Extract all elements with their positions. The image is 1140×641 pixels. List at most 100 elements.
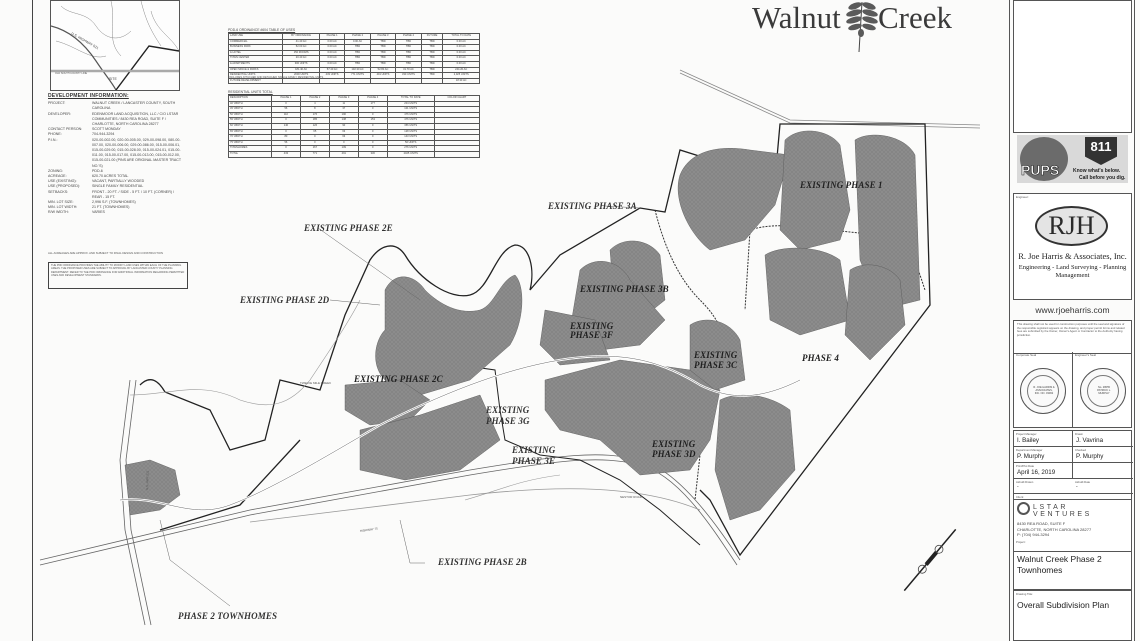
ordinance-table-title: PDD-6 ORDINANCE #604 TABLE OF USES <box>228 28 296 32</box>
dev-info-row: ZONING:PDD-6 <box>48 169 183 174</box>
label-existing-phase-3c: EXISTING PHASE 3C <box>694 350 738 370</box>
table-cell <box>395 77 422 85</box>
table-cell: 18.30 AC <box>442 77 480 85</box>
firm-name: R. Joe Harris & Associates, Inc. <box>1018 251 1127 261</box>
asbuilt-drawn-label: Asbuilt Drawn <box>1016 480 1034 484</box>
table-cell: 4 <box>299 100 330 108</box>
call-811-tagline-2: Call before you dig. <box>1079 175 1126 181</box>
project-manager-label: Project Manager <box>1016 432 1037 436</box>
asbuilt-date-value: - <box>1076 484 1078 490</box>
table-cell: 8 <box>299 106 330 113</box>
client-label: Client: <box>1016 495 1024 499</box>
table-cell <box>433 111 481 119</box>
pups-globe-icon <box>1020 137 1068 181</box>
dev-info-key: MIN. LOT WIDTH: <box>48 205 78 210</box>
lstar-logo-icon <box>1017 502 1030 515</box>
table-cell: 176 <box>299 111 330 119</box>
dev-info-value: FRONT - 20 FT. / SIDE - 5 FT. / 10 FT. (… <box>92 189 174 199</box>
dev-info-key: ACREAGE: <box>48 174 67 179</box>
table-cell: 433 <box>270 150 301 158</box>
corporate-seal-text: R. JOE HARRIS & ASSOCIATES, INC. NO. 030… <box>1033 386 1055 396</box>
dev-info-row: USE (PROPOSED):SINGLE FAMILY RESIDENTIAL <box>48 184 183 189</box>
ordinance-table-note: *INCLUDES ATTACHED AND DETACHED SINGLE F… <box>228 76 324 79</box>
logo-text-walnut: Walnut <box>752 0 841 35</box>
dev-info-key: PHONE: <box>48 132 62 137</box>
dev-info-value: 21 FT. (TOWNHOMES) <box>92 205 130 210</box>
dev-info-row: USE (EXISTING):VACANT, PARTIALLY WOODED <box>48 179 183 184</box>
dev-info-key: CONTACT PERSON: <box>48 127 83 132</box>
dev-info-row: MIN. LOT SIZE:2,996 S.F. (TOWNHOMES) <box>48 200 183 205</box>
label-existing-phase-3e: EXISTING PHASE 3E <box>512 445 556 466</box>
client-address-line: 8430 REA ROAD, SUITE F <box>1017 521 1066 526</box>
dev-info-row: PROJECT:WALNUT CREEK / LANCASTER COUNTY,… <box>48 101 183 111</box>
title-block: PUPS 811 Know what's below. Call before … <box>1013 0 1133 641</box>
label-existing-phase-2c: EXISTING PHASE 2C <box>354 374 443 384</box>
client-address: 8430 REA ROAD, SUITE F CHARLOTTE, NORTH … <box>1017 521 1091 538</box>
dev-info-value: SINGLE FAMILY RESIDENTIAL <box>92 184 144 189</box>
corporate-seal-label: Corporate Seal <box>1016 353 1037 357</box>
checked-value: P. Murphy <box>1076 453 1104 460</box>
engineer-label: Engineer: <box>1016 195 1029 199</box>
drawing-title-box: Drawing Title: Overall Subdivision Plan <box>1013 590 1132 641</box>
client-address-line: P: (704) 944-3294 <box>1017 532 1050 537</box>
vicinity-label-road: OLD SOUTH COUNTY LINE <box>55 72 87 75</box>
table-cell <box>433 150 481 158</box>
dev-info-row: ACREAGE:620.70 ACRES TOTAL <box>48 174 183 179</box>
table-cell: 55' WIDTH <box>228 117 272 124</box>
table-cell <box>433 117 481 124</box>
table-cell: 40' WIDTH <box>228 100 272 108</box>
drawn-value: J. Vavrina <box>1076 437 1104 444</box>
engineers-seal-label: Engineer's Seal <box>1075 353 1096 357</box>
label-existing-phase-2d: EXISTING PHASE 2D <box>240 295 330 305</box>
dev-info-row: SETBACKS: FRONT - 20 FT. / SIDE - 5 FT. /… <box>48 190 183 200</box>
table-cell: 491 <box>328 150 359 158</box>
checked-label: Checked <box>1075 448 1087 452</box>
firm-website-link[interactable]: www.rjoeharris.com <box>1035 305 1110 315</box>
label-existing-phase-3b: EXISTING PHASE 3B <box>580 284 669 294</box>
project-name-box: Walnut Creek Phase 2 Townhomes <box>1013 552 1132 590</box>
vicinity-map: U.S. HIGHWAY 521 SITE OLD SOUTH COUNTY L… <box>50 0 180 91</box>
table-header: PHASE 1 <box>270 95 301 102</box>
dev-info-key: SETBACKS: <box>48 189 69 194</box>
table-cell: 11 <box>328 100 359 108</box>
dev-info-key: ZONING: <box>48 168 63 173</box>
dev-info-key: PROJECT: <box>48 101 66 106</box>
sheet-border-outer <box>1134 0 1135 641</box>
table-cell: 185 <box>299 117 330 124</box>
rjh-logo: RJH <box>1035 206 1108 246</box>
client-name: LSTAR VENTURES <box>1033 504 1092 518</box>
firm-services: Engineering - Land Surveying - Planning … <box>1018 264 1127 279</box>
print-plot-date-value: April 16, 2019 <box>1017 469 1056 476</box>
table-cell: 138 <box>328 117 359 124</box>
table-cell: 50' WIDTH <box>228 111 272 119</box>
development-information: DEVELOPMENT INFORMATION: PROJECT:WALNUT … <box>48 93 183 216</box>
disclaimer-text: This drawing shall not be used for const… <box>1014 321 1131 354</box>
table-header: PHASE 3 <box>328 95 359 102</box>
us-hwy-521-label: U.S. HWY 521 <box>145 470 150 490</box>
department-manager-label: Department Manager <box>1016 448 1043 452</box>
dev-info-value: SCOTT MONDAY <box>92 127 121 132</box>
label-phase-2-townhomes: PHASE 2 TOWNHOMES <box>178 611 278 621</box>
corporate-seal-icon: R. JOE HARRIS & ASSOCIATES, INC. NO. 030… <box>1020 368 1066 414</box>
table-cell: 56 <box>270 106 301 113</box>
pdd-notice-box: THE PDD ORDINANCE PROVIDES THE ABILITY T… <box>48 262 188 289</box>
table-cell <box>433 100 481 108</box>
table-cell: 2,025 UNITS <box>442 72 480 79</box>
engineers-seal-icon: No. 28055 PATRICK L. MURPHY <box>1080 368 1126 414</box>
table-header: DESCRIPTION <box>228 95 272 102</box>
pups-811-badge: PUPS 811 Know what's below. Call before … <box>1017 135 1128 183</box>
dev-info-key: DEVELOPER: <box>48 111 71 116</box>
dev-info-row: MIN. LOT WIDTH: 21 FT. (TOWNHOMES) <box>48 205 183 210</box>
table-cell <box>433 106 481 113</box>
table-cell: 110 <box>270 111 301 119</box>
